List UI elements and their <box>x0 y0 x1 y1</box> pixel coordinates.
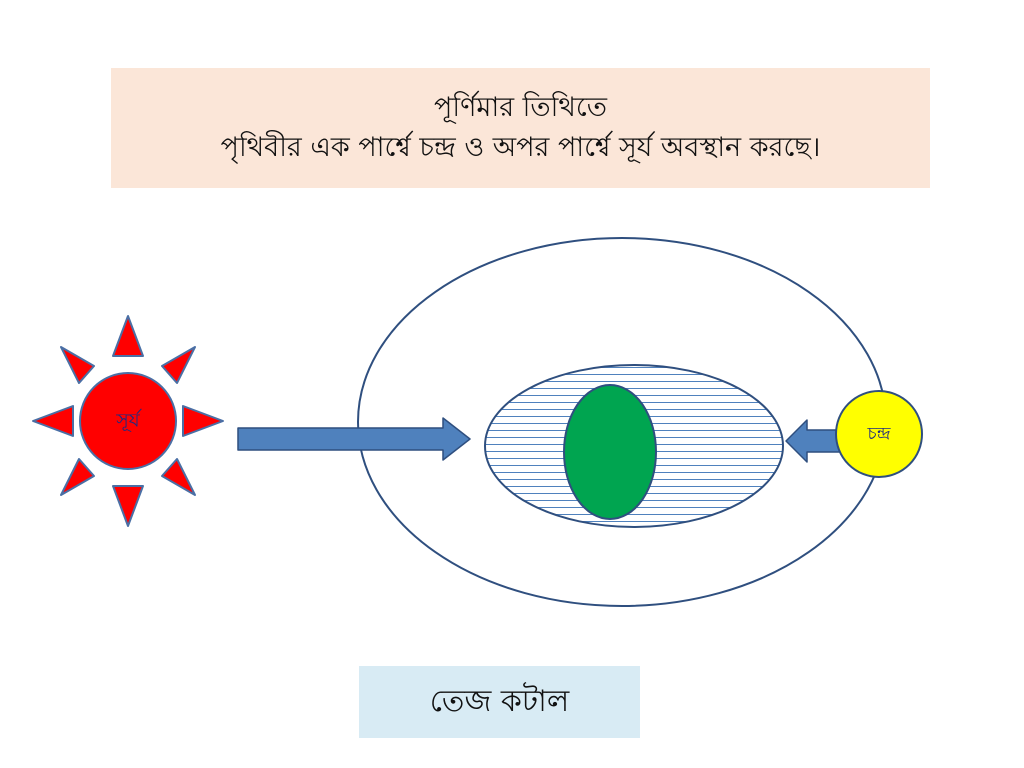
moon-arrow-icon <box>785 419 844 463</box>
moon-icon <box>835 390 923 478</box>
sun-body <box>79 372 177 470</box>
sun-icon <box>32 315 224 527</box>
title-box: পূর্ণিমার তিথিতে পৃথিবীর এক পার্শ্বে চন্… <box>111 68 930 188</box>
earth-icon <box>563 384 657 520</box>
footer-box: তেজ কটাল <box>359 666 640 738</box>
sun-rays <box>32 315 224 527</box>
title-line-1: পূর্ণিমার তিথিতে <box>434 91 607 123</box>
moon-label: চন্দ্র <box>867 424 891 444</box>
title-line-2: পৃথিবীর এক পার্শ্বে চন্দ্র ও অপর পার্শ্ব… <box>220 132 821 163</box>
sun-label: সূর্য <box>115 409 142 432</box>
footer-label: তেজ কটাল <box>429 683 570 719</box>
sun-arrow-icon <box>237 417 471 461</box>
